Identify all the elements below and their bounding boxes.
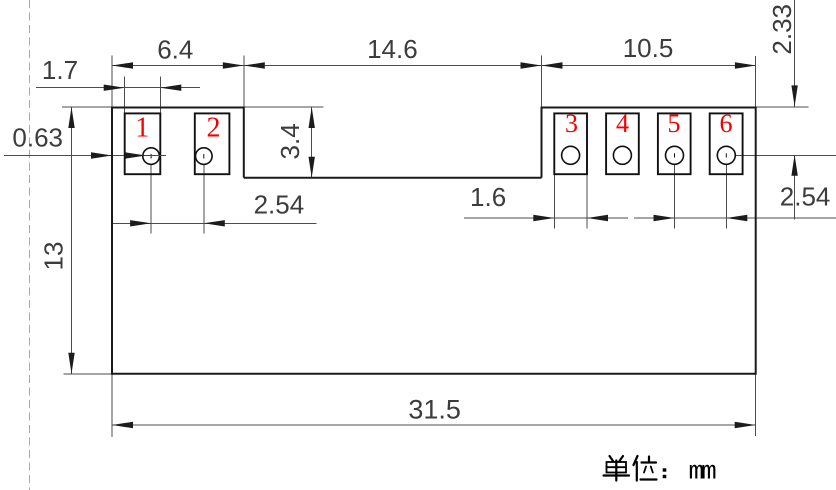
svg-text:14.6: 14.6	[367, 34, 418, 64]
svg-text:mm: mm	[689, 456, 717, 486]
svg-text:3.4: 3.4	[275, 123, 305, 159]
svg-text:3: 3	[565, 109, 578, 138]
svg-text:13: 13	[38, 242, 68, 271]
svg-text:1.7: 1.7	[42, 55, 78, 85]
svg-text:1: 1	[135, 112, 149, 143]
svg-text:31.5: 31.5	[408, 394, 461, 424]
svg-text:2: 2	[207, 112, 221, 143]
svg-text:10.5: 10.5	[623, 33, 674, 63]
svg-text:2.54: 2.54	[254, 189, 305, 219]
svg-text:5: 5	[668, 109, 681, 138]
svg-text:0.63: 0.63	[12, 123, 63, 153]
svg-text:2.33: 2.33	[767, 4, 797, 55]
svg-text:1.6: 1.6	[470, 182, 506, 212]
svg-text:4: 4	[616, 109, 629, 138]
svg-text:6: 6	[720, 109, 733, 138]
svg-text:6.4: 6.4	[157, 35, 193, 65]
svg-text:2.54: 2.54	[780, 182, 831, 212]
